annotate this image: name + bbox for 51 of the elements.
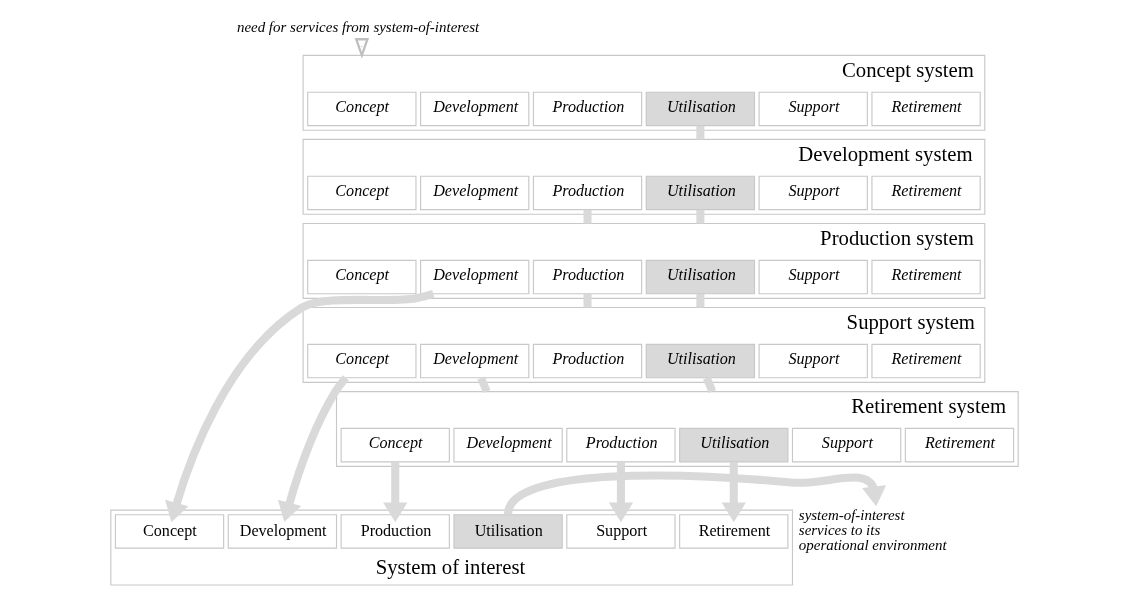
node-box: Utilisation — [453, 514, 563, 549]
node-box: Production — [532, 175, 643, 211]
node-box: Concept — [307, 91, 417, 127]
node-box: Development — [420, 259, 530, 295]
node-box: Support — [566, 514, 676, 549]
node-text: system-of-interest services to its operational environment — [798, 506, 947, 553]
connector — [477, 376, 491, 394]
arrow — [504, 471, 887, 516]
node-box: Retirement — [679, 514, 789, 549]
node-box: Concept — [340, 427, 450, 463]
node-box: Production — [566, 427, 676, 463]
arrow — [608, 462, 634, 523]
node-box: Concept — [114, 514, 225, 549]
node-box: Development — [453, 427, 563, 463]
node-box: Utilisation — [645, 343, 756, 379]
connector — [703, 376, 717, 394]
node-box: Production — [340, 514, 450, 549]
node-box: Production — [532, 91, 643, 127]
node-box: Concept — [307, 343, 417, 379]
node-box: Retirement — [871, 175, 981, 211]
node-box: Development — [227, 514, 338, 549]
node-box: Support — [758, 259, 868, 295]
connector — [583, 209, 592, 224]
node-box: Development — [420, 91, 530, 127]
node-box: Support — [758, 343, 868, 379]
node-box: Retirement — [871, 91, 981, 127]
node-box: Development — [420, 343, 530, 379]
node-box: Utilisation — [645, 175, 756, 211]
node-box: Development — [420, 175, 530, 211]
connector — [696, 125, 705, 140]
arrow — [383, 462, 408, 523]
arrow — [354, 38, 370, 59]
node-box: Concept — [307, 175, 417, 211]
node-box: Retirement — [904, 427, 1015, 463]
node-box: Production — [532, 259, 643, 295]
node-box: Support — [758, 175, 868, 211]
connector — [583, 293, 592, 308]
node-box: Retirement — [871, 259, 981, 295]
node-box: Utilisation — [679, 427, 789, 463]
node-box: Utilisation — [645, 91, 756, 127]
node-box: Concept — [307, 259, 417, 295]
node-text: need for services from system-of-interest — [236, 19, 480, 36]
connector — [696, 293, 705, 308]
node-box: Support — [791, 427, 902, 463]
arrow — [721, 462, 746, 523]
node-box: Production — [532, 343, 643, 379]
connector — [696, 209, 705, 224]
node-box: Retirement — [871, 343, 981, 379]
node-box: Utilisation — [645, 259, 756, 295]
node-box: Support — [758, 91, 868, 127]
arrow — [165, 289, 435, 523]
